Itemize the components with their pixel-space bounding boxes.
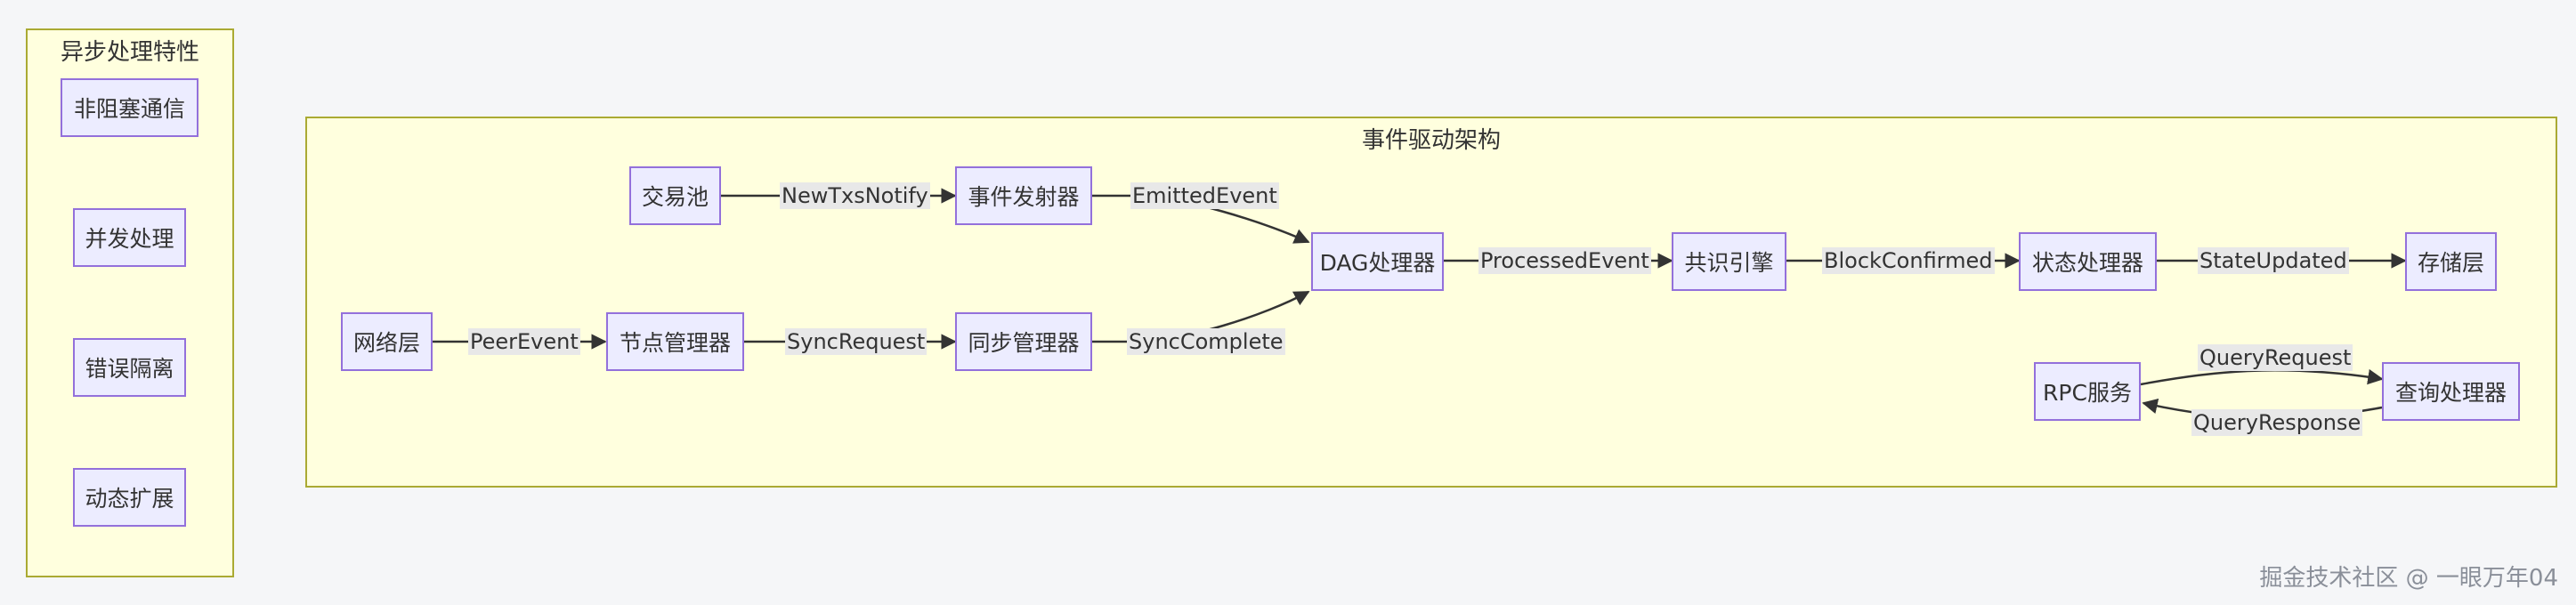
node-dag: DAG处理器 — [1311, 232, 1444, 291]
edge-label-block-confirmed: BlockConfirmed — [1822, 247, 1995, 274]
edge-label-peer-event: PeerEvent — [468, 328, 580, 355]
cluster-title: 异步处理特性 — [60, 39, 199, 66]
cluster-event-driven: 事件驱动架构 — [305, 117, 2557, 488]
edge-label-processed: ProcessedEvent — [1478, 247, 1651, 274]
node-peer-manager: 节点管理器 — [606, 312, 744, 371]
edge-label-emitted: EmittedEvent — [1130, 182, 1279, 209]
node-state: 状态处理器 — [2019, 232, 2157, 291]
node-dynamic-scale: 动态扩展 — [73, 468, 186, 527]
node-error-isolation: 错误隔离 — [73, 338, 186, 397]
edge-label-query-response: QueryResponse — [2191, 409, 2363, 436]
node-network: 网络层 — [341, 312, 433, 371]
node-concurrent: 并发处理 — [73, 208, 186, 267]
cluster-title: 事件驱动架构 — [1361, 127, 1501, 154]
node-nonblocking: 非阻塞通信 — [61, 78, 198, 137]
edge-query-request — [2140, 368, 2384, 386]
node-emitter: 事件发射器 — [955, 166, 1092, 225]
node-consensus: 共识引擎 — [1672, 232, 1786, 291]
node-rpc: RPC服务 — [2034, 362, 2141, 421]
node-txpool: 交易池 — [629, 166, 721, 225]
edge-label-new-txs: NewTxsNotify — [780, 182, 930, 209]
node-query: 查询处理器 — [2382, 362, 2520, 421]
edge-label-sync-request: SyncRequest — [785, 328, 928, 355]
edge-label-state-updated: StateUpdated — [2198, 247, 2349, 274]
edge-label-query-request: QueryRequest — [2198, 344, 2353, 371]
node-storage: 存储层 — [2405, 232, 2497, 291]
node-sync-manager: 同步管理器 — [955, 312, 1092, 371]
watermark: 掘金技术社区 @ 一眼万年04 — [2259, 565, 2558, 592]
edge-label-sync-complete: SyncComplete — [1127, 328, 1285, 355]
